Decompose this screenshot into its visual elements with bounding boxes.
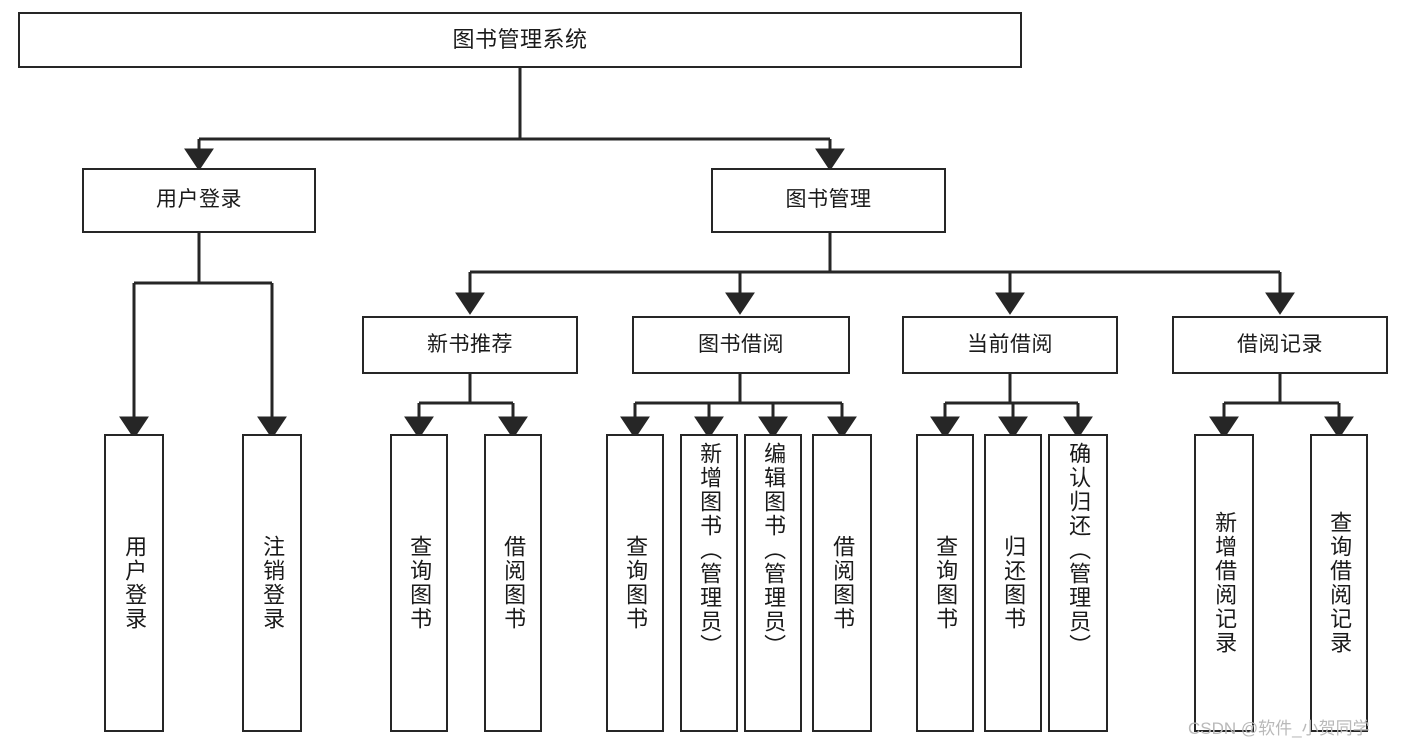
- node-leaf-query-book-3[interactable]: 查询图书: [916, 434, 974, 732]
- node-borrow-record[interactable]: 借阅记录: [1172, 316, 1388, 374]
- node-book-borrow-label: 图书借阅: [698, 332, 784, 356]
- node-leaf-query-book-1-label: 查询图书: [407, 535, 433, 631]
- node-leaf-add-record[interactable]: 新增借阅记录: [1194, 434, 1254, 732]
- node-current-borrow-label: 当前借阅: [967, 332, 1053, 356]
- node-leaf-user-logout[interactable]: 注销登录: [242, 434, 302, 732]
- node-user-login-label: 用户登录: [156, 188, 242, 212]
- node-book-manage-label: 图书管理: [785, 188, 872, 212]
- node-leaf-add-record-label: 新增借阅记录: [1212, 511, 1238, 655]
- node-root-label: 图书管理系统: [452, 27, 588, 53]
- node-new-book-recommend[interactable]: 新书推荐: [362, 316, 578, 374]
- node-leaf-borrow-book-1-label: 借阅图书: [501, 535, 527, 631]
- node-leaf-return-book[interactable]: 归还图书: [984, 434, 1042, 732]
- node-leaf-borrow-book-2-label: 借阅图书: [830, 535, 856, 631]
- node-leaf-edit-book[interactable]: 编辑图书（管理员）: [744, 434, 802, 732]
- node-leaf-query-book-2[interactable]: 查询图书: [606, 434, 664, 732]
- node-user-login[interactable]: 用户登录: [82, 168, 316, 233]
- node-leaf-confirm-return-label: 确认归还（管理员）: [1066, 442, 1092, 658]
- node-leaf-add-book-label: 新增图书（管理员）: [697, 442, 723, 658]
- node-root[interactable]: 图书管理系统: [18, 12, 1022, 68]
- node-new-book-recommend-label: 新书推荐: [427, 332, 513, 356]
- node-leaf-user-login-label: 用户登录: [122, 535, 148, 631]
- node-current-borrow[interactable]: 当前借阅: [902, 316, 1118, 374]
- node-borrow-record-label: 借阅记录: [1237, 332, 1323, 356]
- node-leaf-query-book-1[interactable]: 查询图书: [390, 434, 448, 732]
- node-book-manage[interactable]: 图书管理: [711, 168, 946, 233]
- node-leaf-query-record-label: 查询借阅记录: [1327, 511, 1353, 655]
- node-leaf-return-book-label: 归还图书: [1001, 535, 1027, 631]
- node-book-borrow[interactable]: 图书借阅: [632, 316, 850, 374]
- node-leaf-query-book-3-label: 查询图书: [933, 535, 959, 631]
- node-leaf-query-book-2-label: 查询图书: [623, 535, 649, 631]
- watermark: CSDN @软件_小贺同学: [1188, 719, 1370, 738]
- node-leaf-add-book[interactable]: 新增图书（管理员）: [680, 434, 738, 732]
- node-leaf-borrow-book-2[interactable]: 借阅图书: [812, 434, 872, 732]
- node-leaf-user-login[interactable]: 用户登录: [104, 434, 164, 732]
- node-leaf-edit-book-label: 编辑图书（管理员）: [761, 442, 787, 658]
- node-leaf-query-record[interactable]: 查询借阅记录: [1310, 434, 1368, 732]
- node-leaf-user-logout-label: 注销登录: [260, 535, 286, 631]
- node-leaf-borrow-book-1[interactable]: 借阅图书: [484, 434, 542, 732]
- node-leaf-confirm-return[interactable]: 确认归还（管理员）: [1048, 434, 1108, 732]
